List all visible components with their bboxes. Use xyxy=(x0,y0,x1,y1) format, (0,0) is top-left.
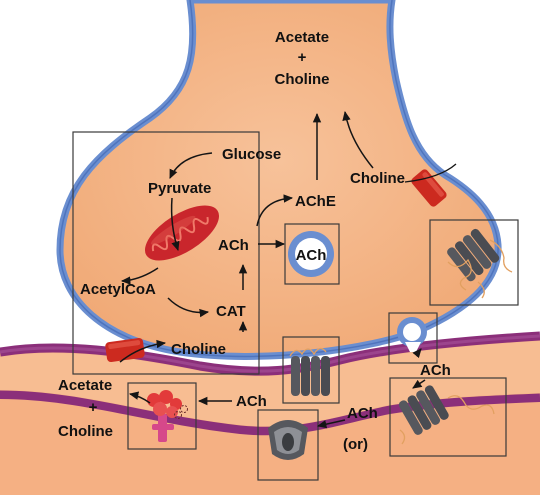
label-products-choline: Choline xyxy=(275,71,330,88)
label-ach-synthesized: ACh xyxy=(218,237,249,254)
label-plus-cleft: + xyxy=(89,399,98,416)
label-acetate-cleft: Acetate xyxy=(58,377,112,394)
label-glucose: Glucose xyxy=(222,146,281,163)
label-ach-to-receptor: ACh xyxy=(347,405,378,422)
label-ach-release: ACh xyxy=(420,362,451,379)
label-products-plus: + xyxy=(298,49,307,66)
label-or: (or) xyxy=(343,436,368,453)
label-ache: AChE xyxy=(295,193,336,210)
label-choline-transport: Choline xyxy=(171,341,226,358)
label-products-acetate: Acetate xyxy=(275,29,329,46)
label-choline-reuptake: Choline xyxy=(350,170,405,187)
postsynaptic-channel xyxy=(268,420,308,460)
label-acetylcoa: AcetylCoA xyxy=(80,281,156,298)
label-cat: CAT xyxy=(216,303,246,320)
label-pyruvate: Pyruvate xyxy=(148,180,211,197)
label-ach-vesicle: ACh xyxy=(296,247,327,264)
label-choline-cleft: Choline xyxy=(58,423,113,440)
label-ach-to-enzyme: ACh xyxy=(236,393,267,410)
